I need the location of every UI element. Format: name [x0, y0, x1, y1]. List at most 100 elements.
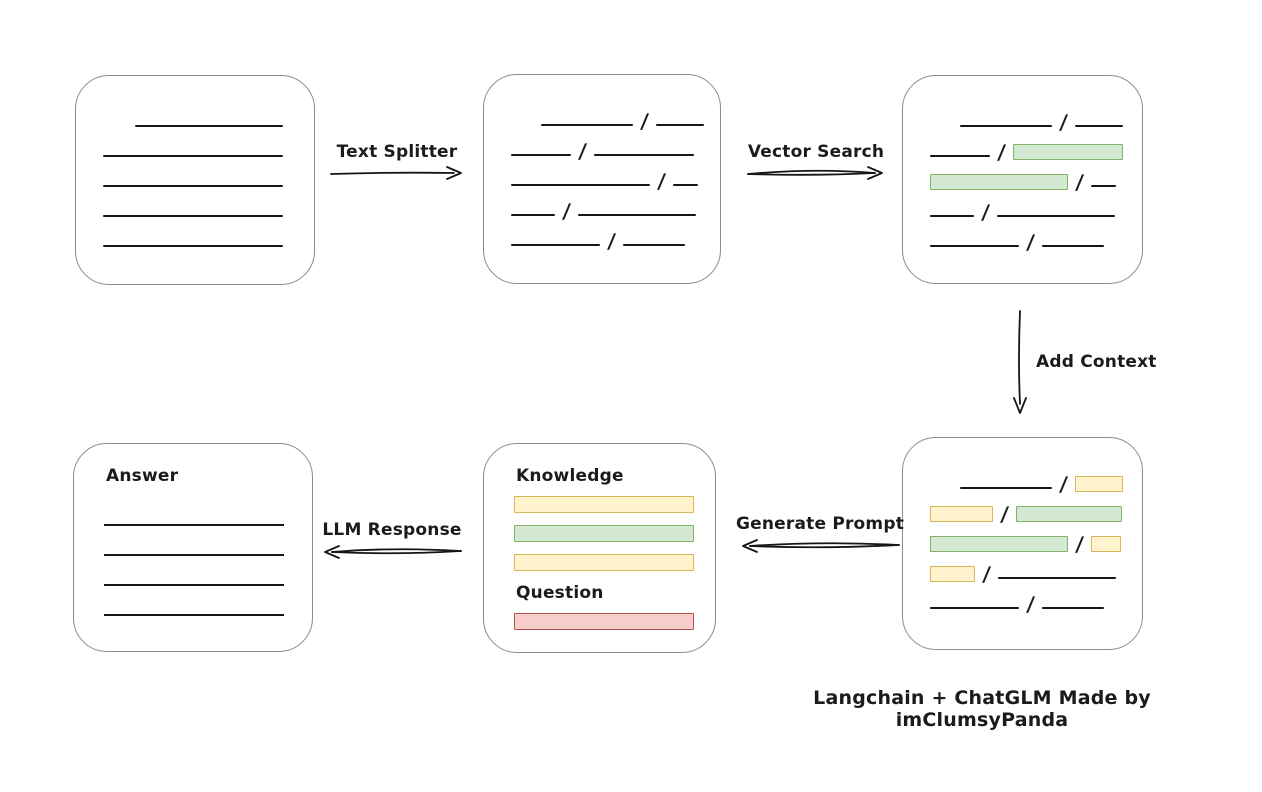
- answer-label: Answer: [106, 466, 179, 486]
- text-line: [960, 487, 1052, 489]
- chunk-row: [103, 132, 314, 162]
- text-line: [998, 577, 1117, 579]
- slash-separator: /: [577, 139, 588, 163]
- text-line: [104, 556, 284, 586]
- slash-separator: /: [656, 169, 667, 193]
- slash-separator: /: [999, 502, 1010, 526]
- text-line: [1091, 185, 1117, 187]
- chunk-row: /: [511, 101, 720, 133]
- text-line: [1042, 245, 1105, 247]
- text-line: [1042, 607, 1105, 609]
- slash-separator: /: [1025, 592, 1036, 616]
- slash-separator: /: [1058, 110, 1069, 134]
- slash-separator: /: [561, 199, 572, 223]
- vector-search-label: Vector Search: [747, 142, 885, 162]
- green-chunk: [930, 536, 1068, 552]
- text-line: [541, 124, 633, 126]
- slash-separator: /: [1074, 170, 1085, 194]
- green-chunk: [930, 174, 1068, 190]
- knowledge-label: Knowledge: [516, 466, 624, 486]
- llm-response-label: LLM Response: [322, 520, 462, 540]
- text-line: [103, 155, 283, 157]
- text-line: [511, 184, 650, 186]
- chunk-row: /: [930, 494, 1142, 526]
- chunk-row: /: [511, 131, 720, 163]
- text-line: [930, 245, 1019, 247]
- red-bar: [514, 613, 694, 630]
- green-chunk: [1013, 144, 1124, 160]
- text-splitter-arrow: Text Splitter: [328, 142, 466, 182]
- text-line: [511, 214, 555, 216]
- yellow-chunk: [930, 506, 993, 522]
- text-line: [594, 154, 695, 156]
- text-line: [135, 125, 283, 127]
- source-document-card: [75, 75, 315, 285]
- chunk-row: /: [930, 102, 1142, 134]
- text-splitter-label: Text Splitter: [336, 142, 458, 162]
- text-line: [511, 154, 571, 156]
- chunk-row: [103, 102, 314, 132]
- generate-prompt-arrow: Generate Prompt: [735, 514, 905, 554]
- text-line: [104, 496, 284, 526]
- yellow-chunk: [930, 566, 975, 582]
- text-line: [511, 244, 600, 246]
- slash-separator: /: [981, 562, 992, 586]
- llm-response-arrow: LLM Response: [320, 520, 464, 560]
- chunk-row: /: [930, 162, 1142, 194]
- text-line: [656, 124, 705, 126]
- chunk-row: [103, 162, 314, 192]
- green-chunk: [1016, 506, 1123, 522]
- text-line: [1075, 125, 1124, 127]
- yellow-chunk: [1075, 476, 1124, 492]
- text-line: [960, 125, 1052, 127]
- chunk-row: /: [930, 524, 1142, 556]
- text-line: [930, 215, 974, 217]
- slash-separator: /: [1025, 230, 1036, 254]
- text-line: [104, 526, 284, 556]
- yellow-chunk: [1091, 536, 1122, 552]
- slash-separator: /: [639, 109, 650, 133]
- right-arrow-icon: [330, 166, 462, 180]
- generate-prompt-label: Generate Prompt: [735, 514, 905, 534]
- right-arrow-icon: [747, 166, 883, 180]
- vector-matched-chunks-card: / / / / /: [902, 75, 1143, 284]
- green-bar: [514, 525, 694, 542]
- add-context-label: Add Context: [1036, 352, 1157, 372]
- chunk-row: /: [511, 161, 720, 193]
- left-arrow-icon: [742, 539, 900, 553]
- text-line: [930, 607, 1019, 609]
- chunk-row: /: [930, 132, 1142, 164]
- answer-card: Answer: [73, 443, 313, 652]
- text-line: [930, 155, 990, 157]
- vector-search-arrow: Vector Search: [745, 142, 887, 182]
- chunk-row: /: [930, 584, 1142, 616]
- text-line: [623, 244, 686, 246]
- chunk-row: /: [930, 554, 1142, 586]
- chunk-row: /: [930, 192, 1142, 224]
- slash-separator: /: [1074, 532, 1085, 556]
- question-label: Question: [516, 583, 604, 603]
- text-line: [578, 214, 697, 216]
- slash-separator: /: [606, 229, 617, 253]
- context-chunks-card: / / / / /: [902, 437, 1143, 650]
- text-line: [103, 245, 283, 247]
- diagram-caption: Langchain + ChatGLM Made by imClumsyPand…: [813, 687, 1151, 731]
- chunk-row: /: [511, 221, 720, 253]
- slash-separator: /: [996, 140, 1007, 164]
- chunk-row: [103, 192, 314, 222]
- text-line: [104, 586, 284, 616]
- left-arrow-icon: [324, 545, 462, 559]
- chunk-row: /: [511, 191, 720, 223]
- yellow-bar: [514, 496, 694, 513]
- chunk-row: /: [930, 222, 1142, 254]
- slash-separator: /: [980, 200, 991, 224]
- text-line: [673, 184, 699, 186]
- split-chunks-card: / / / / /: [483, 74, 721, 284]
- text-line: [103, 215, 283, 217]
- text-line: [103, 185, 283, 187]
- slash-separator: /: [1058, 472, 1069, 496]
- yellow-bar: [514, 554, 694, 571]
- text-line: [997, 215, 1116, 217]
